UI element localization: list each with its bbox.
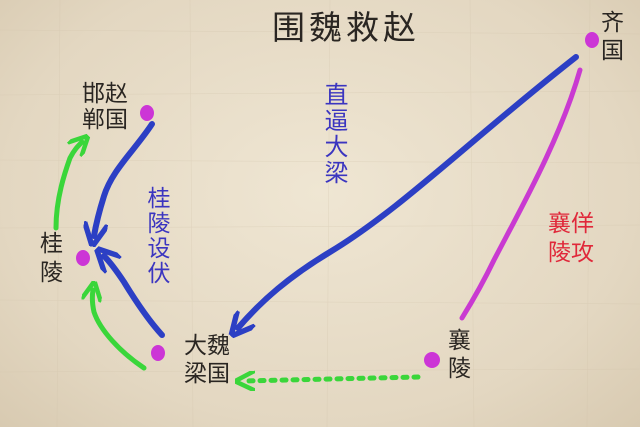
place-daliang-line1: 大魏 [184,333,230,359]
route-guiling-to-daliang [92,290,147,371]
place-guiling-line2: 陵 [40,260,63,286]
map-title: 围魏救赵 [272,8,420,47]
route-xiangling-to-daliang [244,377,421,381]
city-dot-guiling [76,250,90,266]
city-dot-qi [585,32,599,48]
place-handan-line2: 郸国 [82,107,128,133]
city-dot-xiangling [424,352,440,368]
place-qi-line2: 国 [601,38,624,64]
place-xiangling-line2: 陵 [448,356,471,382]
route-daliang-to-guiling [104,256,165,338]
place-qi-line1: 齐 [601,10,624,36]
annotation-feint: 襄佯陵攻 [548,211,594,266]
annotation-direct-attack: 直逼大梁 [320,82,348,186]
city-dot-handan [140,105,154,121]
place-guiling-line1: 桂 [40,231,63,257]
route-qi-to-daliang [238,54,579,328]
annotation-ambush: 桂陵设伏 [143,186,169,286]
place-daliang-line2: 梁国 [184,361,230,387]
place-xiangling-line1: 襄 [448,328,471,354]
route-handan-to-guiling [94,121,155,236]
route-guiling-to-handan [53,142,82,231]
place-handan-line1: 邯赵 [82,81,128,107]
city-dot-daliang [151,345,165,361]
route-qi-to-xiangling [459,67,583,321]
